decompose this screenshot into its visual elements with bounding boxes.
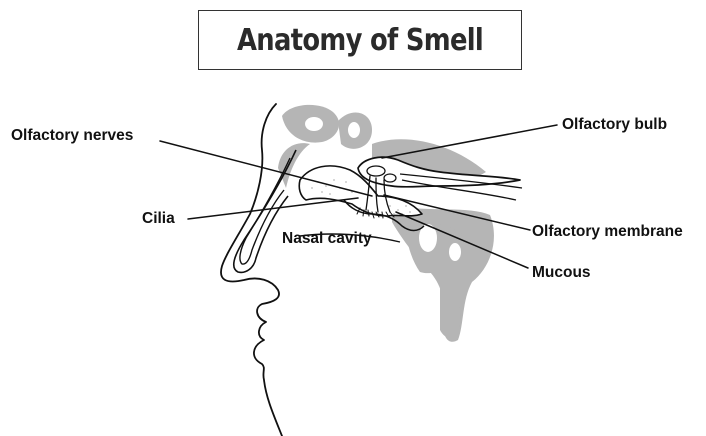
label-cilia: Cilia	[142, 210, 175, 227]
skull-bone	[278, 105, 494, 342]
label-olfactory-membrane: Olfactory membrane	[532, 223, 683, 240]
bulb-core-inner	[384, 174, 396, 182]
label-olfactory-nerves: Olfactory nerves	[11, 127, 133, 144]
face-profile	[221, 104, 282, 436]
label-mucous: Mucous	[532, 264, 591, 281]
bulb-core	[367, 166, 385, 176]
label-olfactory-bulb: Olfactory bulb	[562, 116, 667, 133]
label-nasal-cavity: Nasal cavity	[282, 230, 372, 247]
